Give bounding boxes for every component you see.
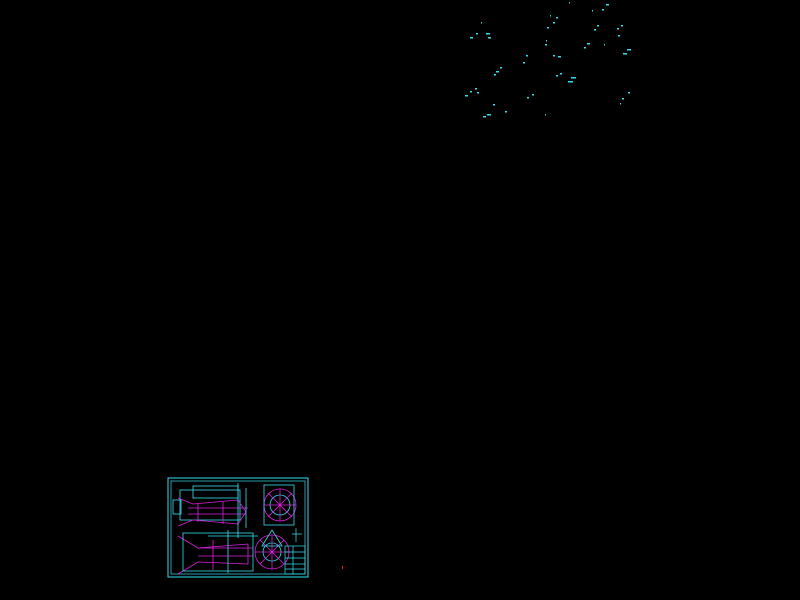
cad-entity [569,2,570,4]
cad-entity [620,103,621,105]
drawing-sheet[interactable] [167,477,309,578]
cad-entity [597,25,599,27]
cad-entity [556,17,558,19]
bottom-section-view [177,530,254,575]
cad-entity [604,44,605,46]
cad-entity [547,27,549,29]
cad-entity [546,40,547,42]
cad-entity [545,44,547,46]
cad-entity [592,10,593,12]
cad-entity [496,71,499,73]
cad-entity [571,77,576,79]
cad-entity [622,98,624,100]
cad-entity [553,22,555,24]
cad-entity [481,22,482,24]
sheet-border-outer [167,477,309,578]
cad-entity [556,75,558,77]
cad-entity [487,114,491,116]
title-block [284,528,306,575]
cad-entity [628,92,630,94]
cad-entity [560,73,562,75]
cad-entity [477,92,479,94]
cad-entity [523,62,525,64]
cad-entity [465,95,468,97]
point-marker [342,566,343,569]
cad-entity [532,94,534,96]
cad-entity [606,4,609,6]
end-view-top [263,484,297,526]
cad-entity [587,43,590,45]
cad-entity [470,37,473,39]
cad-entity [584,47,586,49]
cad-entity [621,25,623,27]
cad-entity [470,91,472,93]
cad-entity [627,49,631,51]
cad-entity [526,55,528,57]
end-view-bottom [254,529,290,570]
cad-entity [476,33,478,35]
cad-entity [602,9,604,11]
cad-entity [618,35,620,37]
sheet-border-inner [170,480,306,575]
cad-entity [594,29,596,31]
scattered-entities [465,2,631,118]
cad-entity [527,97,529,99]
cad-entity [488,37,491,39]
top-section-view [172,483,258,538]
cad-entity [623,53,627,55]
cad-entity [475,88,477,90]
cad-entity [550,15,551,17]
cad-entity [500,67,502,69]
cad-entity [617,28,619,30]
cad-entity [545,114,546,116]
cad-entity [568,81,573,83]
cad-entity [505,111,507,113]
cad-entity [486,33,490,35]
cad-entity [493,104,495,106]
cad-entity [483,116,486,118]
cad-entity [558,56,561,58]
cad-entity [494,74,496,76]
cad-entity [553,55,555,57]
